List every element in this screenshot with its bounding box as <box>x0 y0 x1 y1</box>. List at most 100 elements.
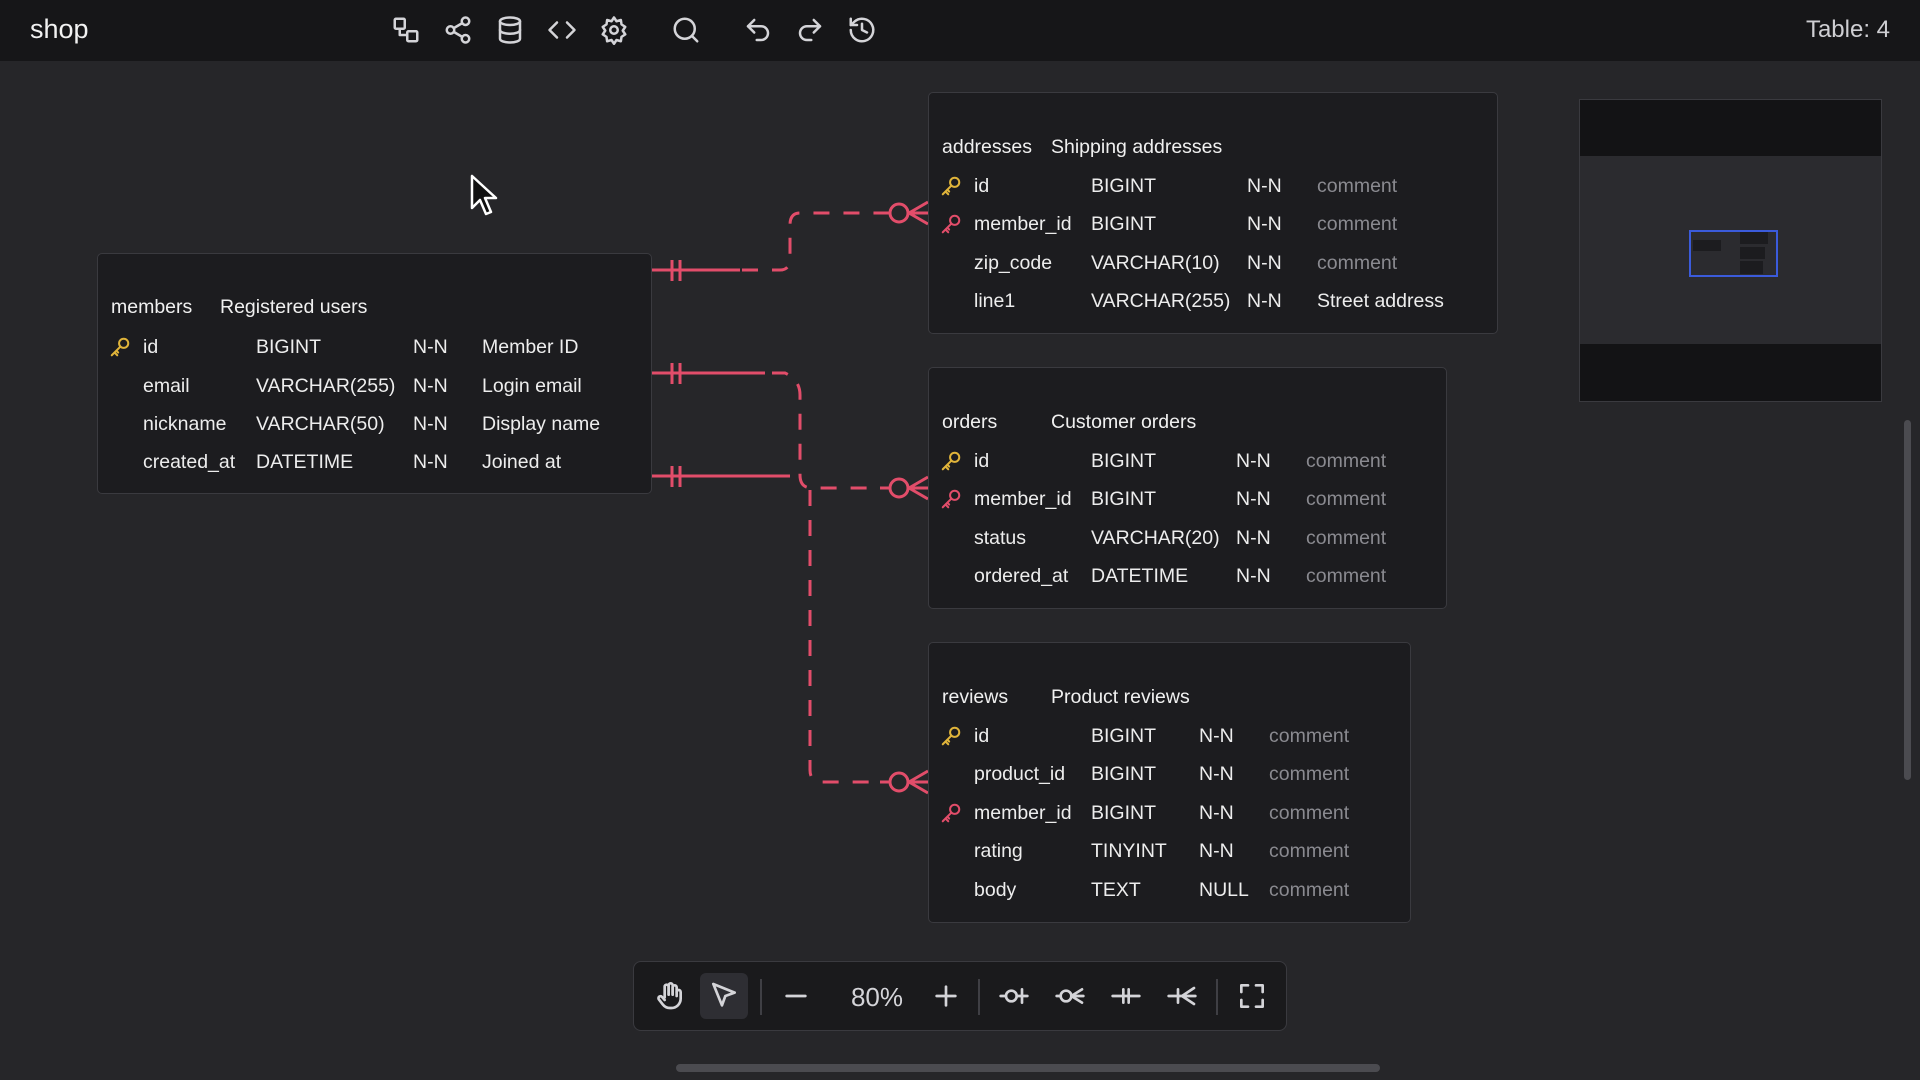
column-row[interactable]: member_id BIGINT N-N comment <box>929 794 1410 832</box>
vertical-scrollbar[interactable] <box>1904 420 1911 780</box>
column-name[interactable]: ordered_at <box>974 564 1069 587</box>
column-name[interactable]: member_id <box>974 487 1072 510</box>
horizontal-scrollbar[interactable] <box>676 1064 1380 1072</box>
column-comment[interactable]: comment <box>1306 564 1387 587</box>
column-comment[interactable]: comment <box>1317 174 1398 197</box>
table-name[interactable]: reviews <box>942 686 1009 708</box>
column-nullable[interactable]: N-N <box>1199 801 1234 824</box>
zero-one-icon[interactable] <box>990 973 1038 1019</box>
table-reviews[interactable]: reviews Product reviews id BIGINT N-N co… <box>928 642 1411 923</box>
column-nullable[interactable]: N-N <box>1236 526 1271 549</box>
minimap[interactable] <box>1579 99 1882 402</box>
column-row[interactable]: rating TINYINT N-N comment <box>929 832 1410 870</box>
table-comment[interactable]: Registered users <box>220 296 368 318</box>
column-comment[interactable]: Joined at <box>482 450 562 473</box>
zoom-level[interactable]: 80% <box>850 982 904 1012</box>
column-row[interactable]: body TEXT NULL comment <box>929 871 1410 909</box>
column-row[interactable]: id BIGINT N-N Member ID <box>98 328 651 366</box>
column-comment[interactable]: Display name <box>482 412 601 435</box>
column-row[interactable]: zip_code VARCHAR(10) N-N comment <box>929 244 1497 282</box>
column-name[interactable]: member_id <box>974 212 1072 235</box>
column-comment[interactable]: comment <box>1269 762 1350 785</box>
column-nullable[interactable]: N-N <box>1236 449 1271 472</box>
column-row[interactable]: id BIGINT N-N comment <box>929 442 1446 480</box>
table-comment[interactable]: Shipping addresses <box>1051 136 1223 158</box>
column-nullable[interactable]: N-N <box>1236 487 1271 510</box>
project-title[interactable]: shop <box>30 14 89 44</box>
table-header[interactable]: reviews Product reviews <box>942 678 1190 717</box>
column-comment[interactable]: comment <box>1317 212 1398 235</box>
column-type[interactable]: BIGINT <box>1091 212 1157 235</box>
select-pointer-icon[interactable] <box>700 973 748 1019</box>
database-icon[interactable] <box>490 10 530 50</box>
table-header[interactable]: orders Customer orders <box>942 403 1196 442</box>
column-type[interactable]: BIGINT <box>1091 724 1157 747</box>
column-name[interactable]: member_id <box>974 801 1072 824</box>
table-comment[interactable]: Customer orders <box>1051 411 1197 433</box>
column-type[interactable]: BIGINT <box>256 335 322 358</box>
column-name[interactable]: line1 <box>974 289 1016 312</box>
column-type[interactable]: DATETIME <box>256 450 354 473</box>
table-members[interactable]: members Registered users id BIGINT N-N M… <box>97 253 652 494</box>
fullscreen-icon[interactable] <box>1228 973 1276 1019</box>
redo-icon[interactable] <box>790 10 830 50</box>
table-name[interactable]: orders <box>942 411 998 433</box>
column-nullable[interactable]: N-N <box>1199 839 1234 862</box>
search-icon[interactable] <box>666 10 706 50</box>
column-name[interactable]: rating <box>974 839 1023 862</box>
column-comment[interactable]: Member ID <box>482 335 579 358</box>
column-name[interactable]: id <box>974 724 990 747</box>
one-one-icon[interactable] <box>1102 973 1150 1019</box>
column-nullable[interactable]: N-N <box>413 450 448 473</box>
column-row[interactable]: created_at DATETIME N-N Joined at <box>98 443 651 481</box>
undo-icon[interactable] <box>738 10 778 50</box>
column-nullable[interactable]: N-N <box>1236 564 1271 587</box>
column-type[interactable]: DATETIME <box>1091 564 1189 587</box>
column-nullable[interactable]: N-N <box>1247 212 1282 235</box>
one-many-icon[interactable] <box>1158 973 1206 1019</box>
column-comment[interactable]: comment <box>1306 526 1387 549</box>
column-name[interactable]: product_id <box>974 762 1066 785</box>
column-type[interactable]: VARCHAR(50) <box>256 412 385 435</box>
column-name[interactable]: status <box>974 526 1027 549</box>
column-type[interactable]: VARCHAR(255) <box>1091 289 1231 312</box>
share-icon[interactable] <box>438 10 478 50</box>
zoom-out-icon[interactable] <box>772 973 820 1019</box>
column-nullable[interactable]: N-N <box>1247 174 1282 197</box>
history-icon[interactable] <box>842 10 882 50</box>
column-name[interactable]: nickname <box>143 412 227 435</box>
column-nullable[interactable]: N-N <box>1247 289 1282 312</box>
column-comment[interactable]: comment <box>1269 878 1350 901</box>
column-comment[interactable]: comment <box>1306 487 1387 510</box>
column-type[interactable]: TEXT <box>1091 878 1141 901</box>
column-type[interactable]: BIGINT <box>1091 449 1157 472</box>
column-type[interactable]: TINYINT <box>1091 839 1167 862</box>
zoom-in-icon[interactable] <box>922 973 970 1019</box>
column-name[interactable]: created_at <box>143 450 236 473</box>
column-nullable[interactable]: N-N <box>413 374 448 397</box>
table-header[interactable]: members Registered users <box>111 288 367 327</box>
column-type[interactable]: BIGINT <box>1091 487 1157 510</box>
column-row[interactable]: email VARCHAR(255) N-N Login email <box>98 367 651 405</box>
column-nullable[interactable]: N-N <box>413 412 448 435</box>
column-comment[interactable]: Street address <box>1317 289 1444 312</box>
minimap-viewport[interactable] <box>1689 230 1778 277</box>
column-type[interactable]: BIGINT <box>1091 801 1157 824</box>
column-nullable[interactable]: N-N <box>413 335 448 358</box>
column-comment[interactable]: comment <box>1269 724 1350 747</box>
code-icon[interactable] <box>542 10 582 50</box>
column-row[interactable]: id BIGINT N-N comment <box>929 167 1497 205</box>
column-nullable[interactable]: N-N <box>1199 724 1234 747</box>
column-row[interactable]: member_id BIGINT N-N comment <box>929 205 1497 243</box>
column-comment[interactable]: comment <box>1269 839 1350 862</box>
column-type[interactable]: BIGINT <box>1091 762 1157 785</box>
settings-icon[interactable] <box>594 10 634 50</box>
column-name[interactable]: body <box>974 878 1017 901</box>
column-row[interactable]: product_id BIGINT N-N comment <box>929 755 1410 793</box>
column-row[interactable]: line1 VARCHAR(255) N-N Street address <box>929 282 1497 320</box>
column-type[interactable]: VARCHAR(20) <box>1091 526 1220 549</box>
column-row[interactable]: status VARCHAR(20) N-N comment <box>929 519 1446 557</box>
column-comment[interactable]: comment <box>1317 251 1398 274</box>
column-name[interactable]: id <box>974 174 990 197</box>
column-nullable[interactable]: NULL <box>1199 878 1249 901</box>
